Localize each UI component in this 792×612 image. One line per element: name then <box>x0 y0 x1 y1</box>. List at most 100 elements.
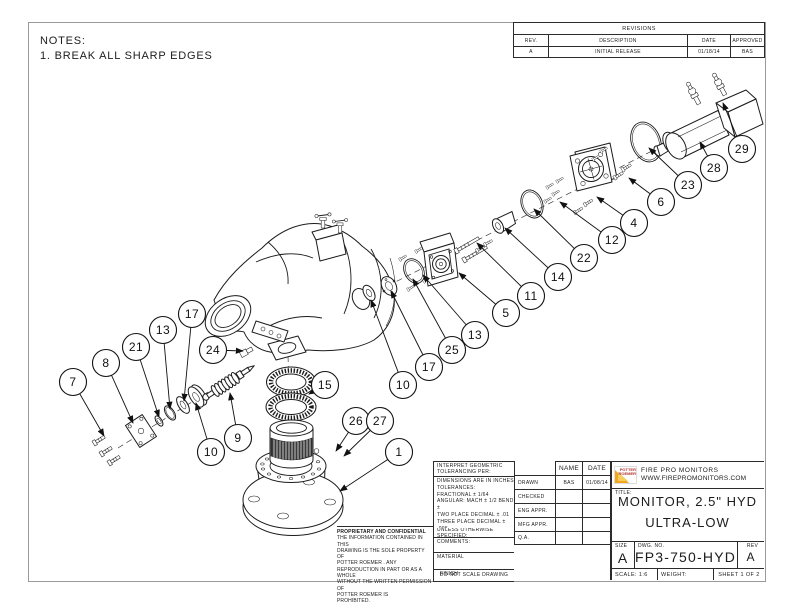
bleed-valve-icon <box>314 212 332 229</box>
svg-text:4: 4 <box>630 216 637 230</box>
part-monitor-body <box>204 212 396 361</box>
svg-text:5: 5 <box>502 306 509 320</box>
approval-row-date <box>582 531 611 545</box>
revision-approved: BAS <box>730 46 765 58</box>
svg-text:12: 12 <box>605 233 619 247</box>
do-not-scale: DO NOT SCALE DRAWING <box>433 569 514 580</box>
approval-row-date <box>582 503 611 517</box>
part-bearing-ring-lower <box>265 392 317 422</box>
approval-row-date: 01/08/14 <box>582 475 611 489</box>
approval-row-label: DRAWN <box>514 475 555 489</box>
balloon-23: 23 <box>648 147 703 200</box>
balloon-10: 10 <box>195 402 226 467</box>
svg-text:8: 8 <box>102 356 109 370</box>
rev-label: REV <box>746 543 759 549</box>
date-header: DATE <box>582 461 611 475</box>
svg-text:13: 13 <box>156 323 170 337</box>
svg-text:9: 9 <box>234 431 241 445</box>
balloon-22: 22 <box>533 208 599 273</box>
svg-text:7: 7 <box>69 375 76 389</box>
svg-text:29: 29 <box>735 142 749 156</box>
part-housing-bolts <box>453 235 494 264</box>
balloon-28: 28 <box>699 141 729 183</box>
part-oring-mid <box>520 189 544 219</box>
part-gear-housing <box>419 232 459 287</box>
bleed-valve-icon <box>332 218 348 234</box>
balloon-21: 21 <box>121 332 160 418</box>
approval-row-name <box>555 531 582 545</box>
revisions-col-date: DATE <box>687 34 730 46</box>
balloon-13: 13 <box>422 274 490 350</box>
approvals-table: NAME DATE DRAWN BAS 01/08/14 CHECKED ENG… <box>514 461 611 580</box>
size-label: SIZE <box>615 543 628 549</box>
notes-block: NOTES: 1. BREAK ALL SHARP EDGES <box>40 35 213 62</box>
part-mount-screws <box>91 434 122 467</box>
balloon-6: 6 <box>628 177 676 217</box>
part-motor-flange <box>569 142 618 216</box>
balloon-14: 14 <box>504 227 573 292</box>
drawing-frame <box>28 22 766 582</box>
svg-text:22: 22 <box>577 251 591 265</box>
balloon-24: 24 <box>198 335 244 365</box>
svg-text:1: 1 <box>395 445 402 459</box>
centerlines <box>117 104 743 475</box>
svg-text:17: 17 <box>422 360 436 374</box>
svg-text:14: 14 <box>551 270 565 284</box>
svg-text:28: 28 <box>707 161 721 175</box>
svg-text:26: 26 <box>349 414 363 428</box>
balloon-7: 7 <box>58 367 105 437</box>
company-logo: POTTER ROEMER <box>614 466 637 484</box>
balloon-4: 4 <box>596 196 649 238</box>
revisions-col-rev: REV. <box>513 34 548 46</box>
title-label: TITLE: <box>615 490 632 496</box>
svg-text:27: 27 <box>373 414 387 428</box>
balloon-15: 15 <box>308 370 340 400</box>
approval-row-label: MFG APPR. <box>514 517 555 531</box>
proprietary-block: PROPRIETARY AND CONFIDENTIAL THE INFORMA… <box>337 526 433 604</box>
balloon-11: 11 <box>476 242 546 311</box>
dwg-no-label: DWG. NO. <box>638 543 665 549</box>
approval-row-name <box>555 517 582 531</box>
part-oring-large <box>630 121 662 163</box>
approval-row-name: BAS <box>555 475 582 489</box>
part-fitting-screws <box>543 176 565 204</box>
part-washer <box>176 396 190 414</box>
balloon-13: 13 <box>148 315 178 410</box>
revisions-col-desc: DESCRIPTION <box>548 34 687 46</box>
svg-text:25: 25 <box>445 343 459 357</box>
part-cover-plate <box>125 414 157 448</box>
interpret-geometric: INTERPRET GEOMETRIC TOLERANCING PER: <box>433 461 514 476</box>
approval-row-name <box>555 489 582 503</box>
size-value: A <box>617 550 628 566</box>
svg-text:11: 11 <box>524 289 537 303</box>
revisions-table: REVISIONS REV. DESCRIPTION DATE APPROVED… <box>513 22 765 58</box>
revision-description: INITIAL RELEASE <box>548 46 687 58</box>
proprietary-title: PROPRIETARY AND CONFIDENTIAL <box>337 529 426 535</box>
part-swivel-drum <box>269 419 320 469</box>
material-label: MATERIAL <box>433 552 514 569</box>
balloon-27: 27 <box>343 406 395 457</box>
approval-row-label: ENG APPR. <box>514 503 555 517</box>
approval-row-label: CHECKED <box>514 489 555 503</box>
tolerance-block: INTERPRET GEOMETRIC TOLERANCING PER: DIM… <box>433 461 514 582</box>
unless-otherwise: UNLESS OTHERWISE SPECIFIED: <box>433 528 514 537</box>
balloon-10: 10 <box>370 299 418 400</box>
balloon-5: 5 <box>458 272 521 328</box>
company-website: WWW.FIREPROMONITORS.COM <box>641 475 747 482</box>
proprietary-body: THE INFORMATION CONTAINED IN THIS DRAWIN… <box>337 535 432 605</box>
part-coupling <box>491 211 516 234</box>
svg-text:10: 10 <box>396 378 410 392</box>
balloon-17: 17 <box>390 290 444 382</box>
name-header: NAME <box>555 461 582 475</box>
balloon-29: 29 <box>722 102 757 164</box>
revision-date: 01/18/14 <box>687 46 730 58</box>
balloon-8: 8 <box>91 348 134 424</box>
approval-row-label: Q.A. <box>514 531 555 545</box>
title-block: POTTER ROEMER FIRE PRO MONITORS WWW.FIRE… <box>611 461 764 580</box>
balloon-9: 9 <box>223 392 253 453</box>
approval-row-date <box>582 517 611 531</box>
rev-value: A <box>746 550 755 564</box>
weight-label: WEIGHT: <box>657 568 713 580</box>
svg-text:10: 10 <box>204 445 218 459</box>
comments-label: COMMENTS: <box>433 537 514 552</box>
